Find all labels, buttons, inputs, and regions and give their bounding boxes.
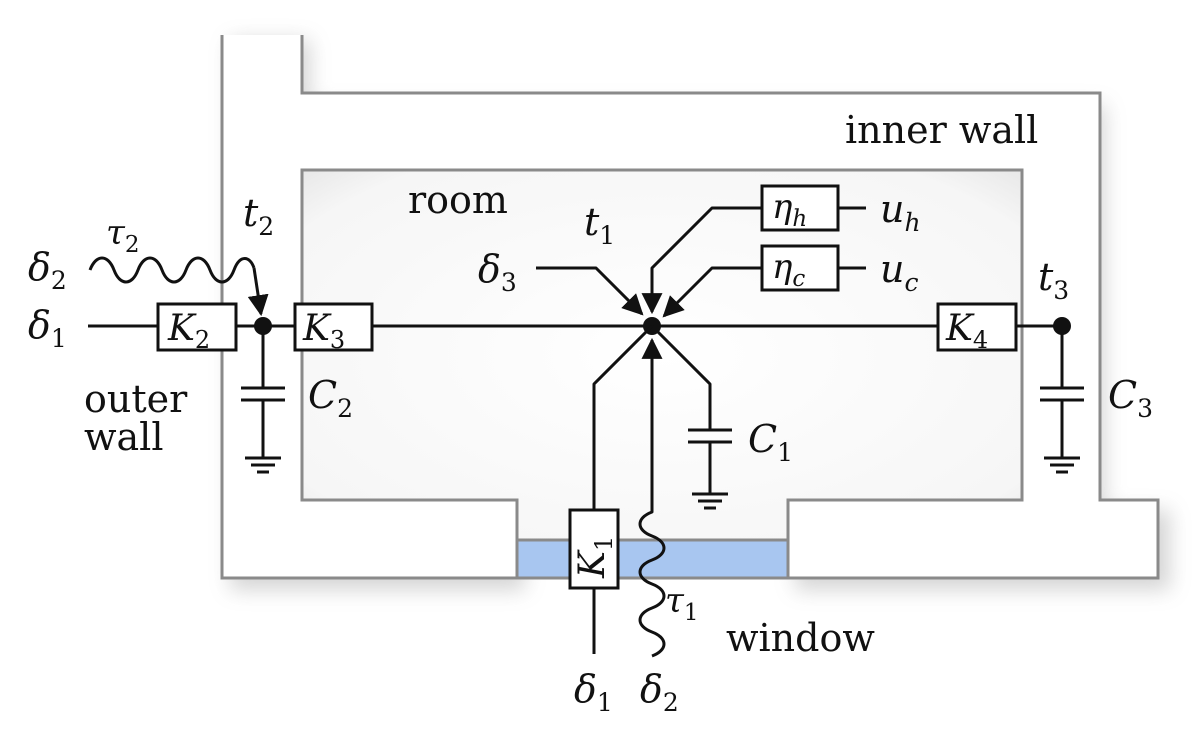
outer-wall-label-line1: outer [84, 377, 188, 421]
tau1-radiation-wave [638, 500, 666, 658]
t2-label: t2 [243, 191, 274, 241]
delta3-input [536, 266, 644, 316]
C2-label: C2 [308, 373, 353, 423]
tau2-arrow [247, 267, 269, 317]
delta3-label: δ3 [478, 247, 517, 297]
window-label: window [726, 616, 875, 660]
K1-resistor: K1 [568, 508, 620, 590]
delta2-bottom-label: δ2 [640, 667, 679, 717]
K2-resistor: K2 [156, 302, 238, 354]
delta2-left-label: δ2 [28, 245, 67, 295]
svg-text:K1: K1 [572, 536, 618, 579]
C1-capacitor [650, 324, 732, 510]
svg-text:K4: K4 [945, 308, 988, 354]
C1-label: C1 [748, 417, 793, 467]
room-label: room [408, 178, 508, 222]
svg-text:ηc: ηc [772, 247, 805, 292]
eta-c-arrow [662, 266, 762, 318]
u-h-label: uh [880, 187, 921, 237]
C2-capacitor [241, 326, 285, 474]
C3-capacitor [1040, 326, 1084, 474]
eta-h-block: ηh [760, 184, 840, 232]
t3-label: t3 [1038, 255, 1069, 305]
u-c-label: uc [880, 247, 919, 297]
eta-c-block: ηc [760, 244, 840, 292]
K3-resistor: K3 [293, 302, 374, 354]
svg-text:K2: K2 [167, 308, 210, 354]
tau2-label: τ2 [106, 213, 139, 258]
delta1-left-label: δ1 [28, 303, 67, 353]
t1-label: t1 [584, 200, 615, 250]
svg-text:K3: K3 [302, 308, 345, 354]
inner-wall-label: inner wall [845, 108, 1038, 152]
tau2-radiation-wave [88, 256, 256, 284]
C3-label: C3 [1108, 373, 1153, 423]
eta-h-arrow [641, 206, 762, 315]
outer-wall-label-line2: wall [84, 415, 164, 459]
K4-resistor: K4 [936, 302, 1018, 354]
svg-text:ηh: ηh [772, 187, 807, 232]
K1-branch-wire-top [592, 324, 654, 510]
tau1-label: τ1 [665, 581, 698, 626]
delta1-bottom-label: δ1 [574, 667, 613, 717]
